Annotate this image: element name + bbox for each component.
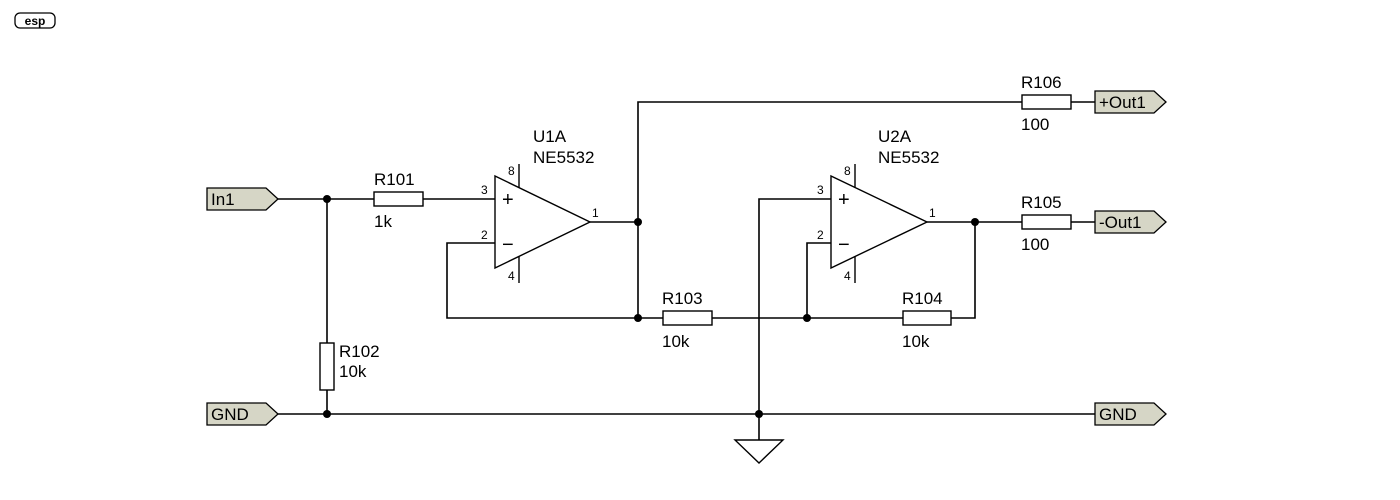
port-gnd-left: GND (206, 402, 279, 426)
port-label: GND (1099, 405, 1137, 424)
resistor-r104: R104 10k (902, 289, 952, 351)
pin-number: 4 (508, 269, 515, 283)
pin-number: 8 (844, 164, 851, 178)
port-gnd-right: GND (1094, 402, 1167, 426)
junction-dot (634, 218, 642, 226)
opamp-u1a: U1A NE5532 + − 3 2 1 8 4 (481, 127, 599, 283)
resistor-ref: R106 (1021, 73, 1062, 92)
pin-number: 1 (592, 206, 599, 220)
wire-u2-inv (806, 242, 831, 318)
wire-u2-noninv-to-gnd (758, 198, 831, 414)
resistor-value: 10k (662, 332, 690, 351)
junction-dot (323, 410, 331, 418)
pin-number: 8 (508, 164, 515, 178)
junction-dot (971, 218, 979, 226)
inv-sign: − (502, 234, 514, 256)
opamp-part: NE5532 (533, 148, 594, 167)
opamp-ref: U2A (878, 127, 912, 146)
port-in1: In1 (206, 187, 279, 211)
resistor-ref: R105 (1021, 193, 1062, 212)
opamp-ref: U1A (533, 127, 567, 146)
junction-dot (755, 410, 763, 418)
resistor-r101: R101 1k (373, 170, 424, 231)
port-label: +Out1 (1099, 93, 1146, 112)
junction-dot (323, 195, 331, 203)
opamp-u2a: U2A NE5532 + − 3 2 1 8 4 (817, 127, 939, 283)
resistor-r102: R102 10k (319, 342, 380, 391)
pin-number: 3 (817, 183, 824, 197)
esp-logo: esp (14, 12, 56, 29)
resistor-ref: R103 (662, 289, 703, 308)
noninv-sign: + (502, 189, 514, 211)
wires (278, 101, 1095, 440)
junction-dot (803, 314, 811, 322)
resistor-value: 1k (374, 212, 392, 231)
inv-sign: − (838, 234, 850, 256)
resistor-ref: R102 (339, 342, 380, 361)
resistor-value: 100 (1021, 115, 1049, 134)
resistor-r103: R103 10k (662, 289, 713, 351)
pin-number: 2 (481, 228, 488, 242)
junction-dot (634, 314, 642, 322)
resistor-ref: R101 (374, 170, 415, 189)
port-label: GND (211, 405, 249, 424)
resistor-r105: R105 100 (1021, 193, 1072, 254)
wire-u1-to-r106 (637, 101, 1022, 318)
junctions (323, 195, 979, 418)
opamp-part: NE5532 (878, 148, 939, 167)
resistor-ref: R104 (902, 289, 943, 308)
port-out-minus: -Out1 (1094, 210, 1167, 234)
resistor-r106: R106 100 (1021, 73, 1072, 134)
resistor-value: 10k (339, 362, 367, 381)
resistor-value: 10k (902, 332, 930, 351)
port-out-plus: +Out1 (1094, 90, 1167, 114)
ground-symbol-icon (733, 439, 785, 464)
port-label: -Out1 (1099, 213, 1142, 232)
wire-u1-feedback (446, 242, 638, 319)
opamp-triangle-icon (830, 174, 929, 270)
opamp-triangle-icon (494, 174, 592, 270)
pin-number: 1 (929, 206, 936, 220)
pin-number: 4 (844, 269, 851, 283)
logo-text: esp (25, 14, 46, 28)
wire-r104-to-u2-output (951, 222, 976, 319)
port-label: In1 (211, 190, 235, 209)
resistor-value: 100 (1021, 235, 1049, 254)
pin-number: 2 (817, 228, 824, 242)
noninv-sign: + (838, 189, 850, 211)
pin-number: 3 (481, 183, 488, 197)
